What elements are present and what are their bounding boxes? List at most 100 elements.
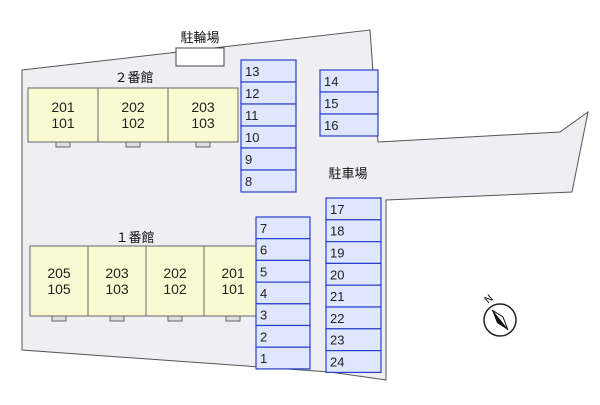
unit-block bbox=[167, 87, 239, 143]
parking-slot-number: 3 bbox=[260, 308, 267, 323]
parking-slot-number: 16 bbox=[324, 118, 338, 133]
parking-slot-box bbox=[325, 350, 382, 374]
parking-slot-box bbox=[319, 113, 379, 137]
unit-tab bbox=[125, 141, 141, 148]
parking-slot-number: 24 bbox=[330, 355, 344, 370]
unit-number-upper: 201 bbox=[221, 265, 245, 281]
parking-slot-number: 21 bbox=[330, 289, 344, 304]
compass-icon: N bbox=[483, 293, 517, 337]
unit-number-lower: 103 bbox=[105, 281, 129, 297]
parking-slot-number: 9 bbox=[245, 152, 252, 167]
parking-slot: 20 bbox=[325, 262, 382, 286]
parking-slot-number: 11 bbox=[245, 108, 259, 123]
parking-slot-number: 14 bbox=[324, 74, 338, 89]
parking-slot: 2 bbox=[255, 324, 311, 348]
bicycle-parking-area bbox=[175, 47, 225, 67]
parking-column-d: 17 18 19 20 21 22 23 24 bbox=[325, 197, 382, 374]
unit-block bbox=[27, 87, 99, 143]
unit-tab bbox=[55, 141, 71, 148]
parking-slot: 11 bbox=[240, 103, 297, 127]
unit-number-lower: 102 bbox=[121, 115, 145, 131]
unit-tab bbox=[167, 315, 183, 322]
unit-tab bbox=[195, 141, 211, 148]
car-parking-label: 駐車場 bbox=[328, 167, 367, 182]
parking-slot: 8 bbox=[240, 169, 297, 193]
parking-slot-number: 12 bbox=[245, 86, 259, 101]
unit-number-upper: 201 bbox=[51, 99, 75, 115]
parking-slot-number: 23 bbox=[330, 333, 344, 348]
parking-slot-number: 13 bbox=[245, 64, 259, 79]
parking-slot: 10 bbox=[240, 125, 297, 149]
parking-column-c: 7 6 5 4 3 2 1 bbox=[255, 216, 311, 370]
unit-tab bbox=[51, 315, 67, 322]
unit-number-lower: 103 bbox=[191, 115, 215, 131]
parking-slot-number: 17 bbox=[330, 202, 344, 217]
parking-slot-number: 5 bbox=[260, 264, 267, 279]
parking-slot-number: 10 bbox=[245, 130, 259, 145]
parking-slot: 4 bbox=[255, 281, 311, 305]
parking-slot-number: 2 bbox=[260, 329, 267, 344]
parking-column-a: 13 12 11 10 9 8 bbox=[240, 59, 297, 193]
bicycle-parking-label: 駐輪場 bbox=[180, 30, 219, 46]
unit-number-lower: 101 bbox=[51, 115, 75, 131]
unit-tab bbox=[109, 315, 125, 322]
unit-number-lower: 105 bbox=[47, 281, 71, 297]
parking-slot: 13 bbox=[240, 59, 297, 83]
unit-number-lower: 101 bbox=[221, 281, 245, 297]
unit-tab bbox=[225, 315, 241, 322]
parking-slot: 9 bbox=[240, 147, 297, 171]
unit-number-upper: 203 bbox=[191, 99, 215, 115]
building-1-label: １番館 bbox=[115, 231, 154, 246]
unit-number-lower: 102 bbox=[163, 281, 187, 297]
parking-slot: 7 bbox=[255, 216, 311, 240]
parking-slot: 16 bbox=[319, 113, 379, 137]
parking-slot-box bbox=[255, 346, 311, 370]
parking-slot: 19 bbox=[325, 241, 382, 265]
unit-block bbox=[29, 245, 89, 317]
parking-slot: 14 bbox=[319, 69, 379, 93]
parking-slot: 22 bbox=[325, 306, 382, 330]
parking-slot: 17 bbox=[325, 197, 382, 221]
parking-slot-number: 8 bbox=[245, 174, 252, 189]
parking-slot: 23 bbox=[325, 328, 382, 352]
unit-number-upper: 202 bbox=[121, 99, 145, 115]
parking-column-b: 14 15 16 bbox=[319, 69, 379, 137]
parking-slot: 15 bbox=[319, 91, 379, 115]
parking-slot: 5 bbox=[255, 259, 311, 283]
parking-slot-number: 6 bbox=[260, 243, 267, 258]
unit-number-upper: 203 bbox=[105, 265, 129, 281]
parking-slot-number: 15 bbox=[324, 96, 338, 111]
parking-slot: 1 bbox=[255, 346, 311, 370]
building-2-label: ２番館 bbox=[114, 71, 153, 86]
unit-number-upper: 205 bbox=[47, 265, 71, 281]
parking-slot: 24 bbox=[325, 350, 382, 374]
parking-slot-number: 4 bbox=[260, 286, 267, 301]
parking-slot: 3 bbox=[255, 303, 311, 327]
parking-slot-number: 18 bbox=[330, 224, 344, 239]
parking-slot-number: 20 bbox=[330, 267, 344, 282]
unit-block bbox=[145, 245, 205, 317]
parking-slot-box bbox=[240, 169, 297, 193]
parking-slot-number: 22 bbox=[330, 311, 344, 326]
parking-slot: 18 bbox=[325, 219, 382, 243]
unit-block bbox=[97, 87, 169, 143]
parking-slot: 21 bbox=[325, 284, 382, 308]
parking-slot-number: 7 bbox=[260, 221, 267, 236]
unit-number-upper: 202 bbox=[163, 265, 187, 281]
parking-slot-number: 1 bbox=[260, 351, 267, 366]
parking-slot: 12 bbox=[240, 81, 297, 105]
parking-slot: 6 bbox=[255, 238, 311, 261]
unit-block bbox=[203, 245, 263, 317]
parking-slot-number: 19 bbox=[330, 246, 344, 261]
compass-north-label: N bbox=[483, 293, 496, 306]
